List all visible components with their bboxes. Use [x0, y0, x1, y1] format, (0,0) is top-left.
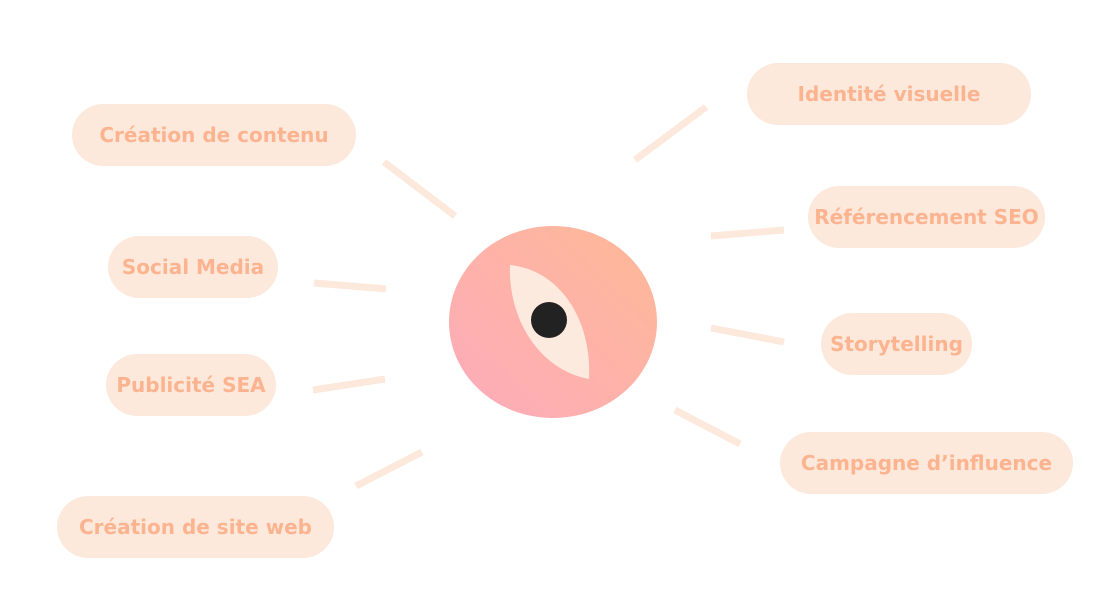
- node-label: Référencement SEO: [814, 205, 1039, 229]
- connector-campagne: [673, 406, 742, 448]
- node-campagne-influence[interactable]: Campagne d’influence: [780, 432, 1073, 494]
- connector-referencement: [710, 226, 785, 240]
- node-label: Social Media: [121, 255, 265, 279]
- node-label: Publicité SEA: [116, 373, 266, 397]
- node-label: Création de contenu: [99, 123, 329, 147]
- node-label: Storytelling: [830, 332, 963, 356]
- connector-storytelling: [710, 324, 785, 346]
- node-label: Campagne d’influence: [800, 451, 1053, 475]
- node-storytelling[interactable]: Storytelling: [821, 313, 972, 375]
- node-identite-visuelle[interactable]: Identité visuelle: [747, 63, 1031, 125]
- node-publicite-sea[interactable]: Publicité SEA: [106, 354, 276, 416]
- connector-creation-contenu: [381, 159, 458, 219]
- node-creation-contenu[interactable]: Création de contenu: [72, 104, 356, 166]
- connector-social-media: [313, 279, 387, 293]
- pupil: [531, 302, 567, 338]
- node-label: Création de site web: [78, 515, 312, 539]
- node-social-media[interactable]: Social Media: [108, 236, 278, 298]
- connector-publicite-sea: [312, 375, 386, 394]
- connector-creation-site: [354, 448, 424, 490]
- node-label: Identité visuelle: [797, 82, 981, 106]
- node-referencement-seo[interactable]: Référencement SEO: [808, 186, 1045, 248]
- node-creation-site-web[interactable]: Création de site web: [57, 496, 334, 558]
- connector-identite: [632, 104, 709, 163]
